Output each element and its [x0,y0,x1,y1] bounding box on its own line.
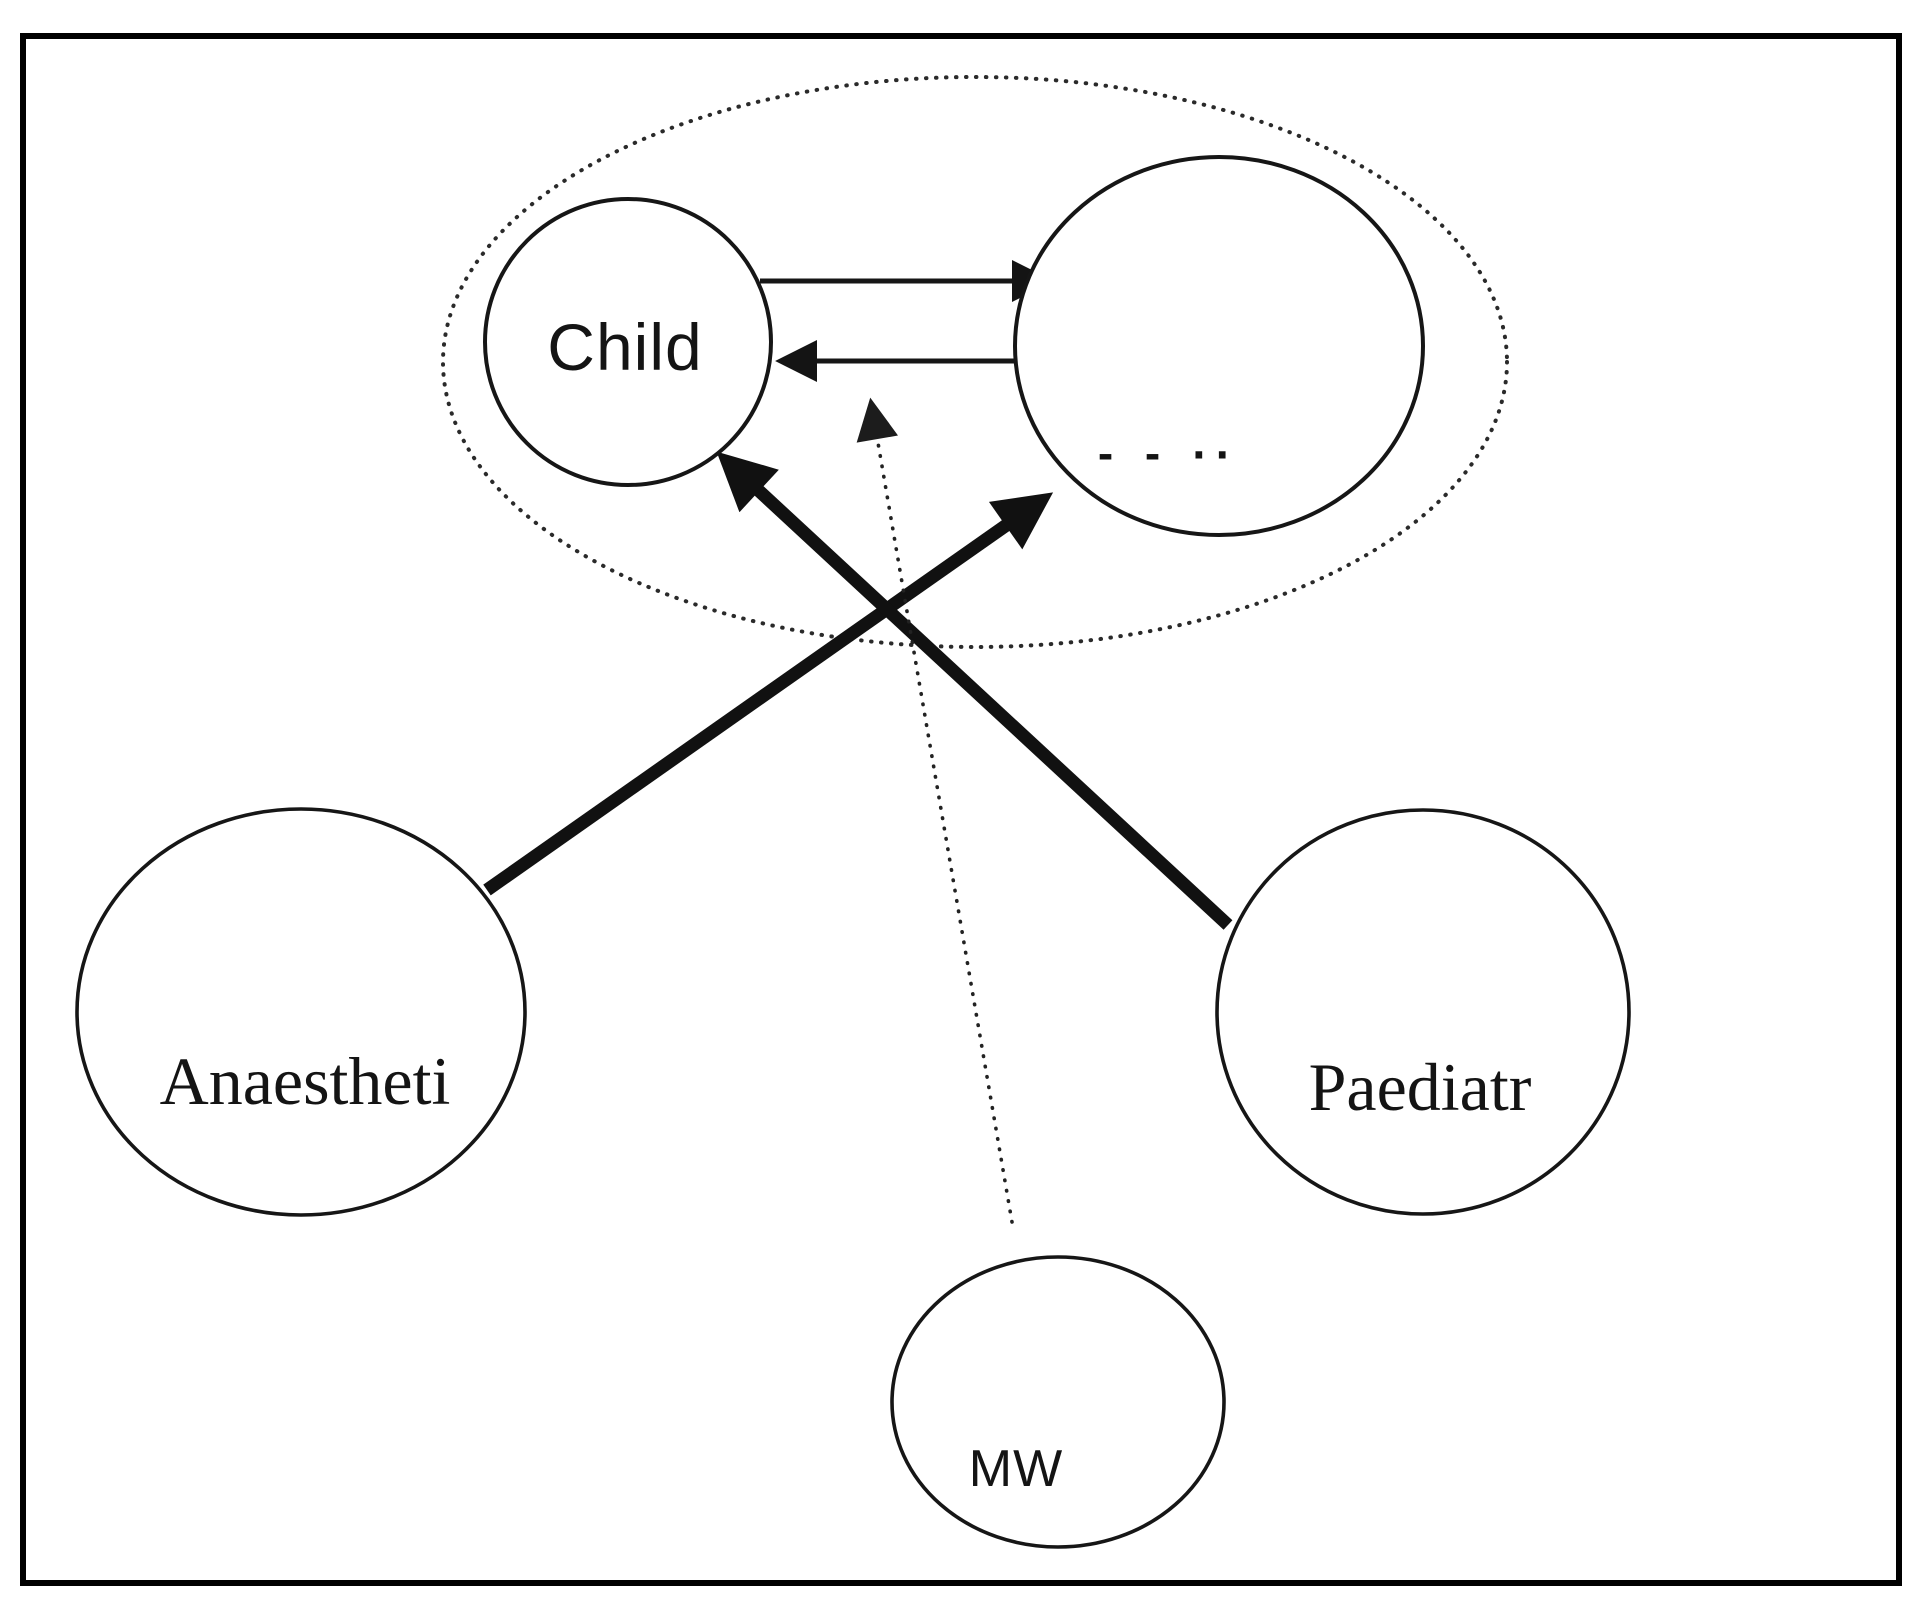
node-child-circle [483,197,773,487]
node-child-label: Child [547,310,702,384]
node-unlabeled-circle [1013,155,1425,537]
node-anaesthetist-circle [75,807,527,1217]
node-midwife-label: MW [969,1440,1063,1498]
node-paediatrician-label: Paediatr [1309,1049,1532,1125]
node-midwife-circle [890,1255,1226,1549]
node-paediatrician-circle [1215,808,1631,1216]
arrow-paediatrician-to-child [716,451,1233,930]
node-unlabeled-dots-label: - - ·· [1098,433,1239,477]
node-anaesthetist-label: Anaestheti [160,1043,451,1119]
arrow-anaesthetist-to-unlabeled [483,492,1054,896]
outer-border [20,33,1902,1586]
node-midwife: MW [890,1255,1226,1549]
node-unlabeled: - - ·· [1013,155,1425,537]
arrow-midwife-to-group [856,397,1014,1224]
node-anaesthetist: Anaestheti [75,807,527,1217]
node-paediatrician: Paediatr [1215,808,1631,1216]
dotted-group-ellipse [441,75,1509,649]
node-child: Child [483,197,773,487]
